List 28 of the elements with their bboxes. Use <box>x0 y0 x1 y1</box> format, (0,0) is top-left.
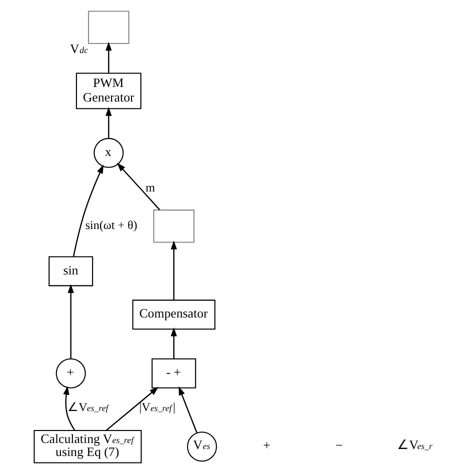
arrow <box>170 327 177 359</box>
arrow <box>116 162 160 210</box>
node-label: Vdc <box>70 42 88 56</box>
edge-label: |Ves_ref| <box>139 400 176 414</box>
arrow <box>178 386 198 434</box>
label: ∠Ves_r <box>397 438 432 452</box>
node-box: Calculating Ves_ref using Eq (7) <box>34 430 142 464</box>
arrow <box>170 240 177 300</box>
node-box: PWM Generator <box>76 72 142 110</box>
node-box: - + <box>152 358 196 388</box>
arrow <box>106 107 112 138</box>
label: + <box>263 438 270 453</box>
arrow <box>68 284 74 359</box>
node-box: Compensator <box>132 300 216 330</box>
node-circle: x <box>94 138 124 168</box>
label: − <box>336 438 343 453</box>
node-circle: + <box>56 358 86 388</box>
node-circle: Ves <box>186 432 217 462</box>
arrow <box>106 386 159 431</box>
edge-label: m <box>146 180 156 195</box>
arrow <box>63 386 76 431</box>
arrow <box>106 42 112 74</box>
node-box: sin <box>48 256 94 286</box>
node-box <box>88 10 130 44</box>
arrow <box>72 164 104 257</box>
edge-label: sin(ωt + θ) <box>85 218 138 232</box>
edge-label: ∠Ves_ref <box>68 400 108 414</box>
node-box <box>153 210 194 243</box>
